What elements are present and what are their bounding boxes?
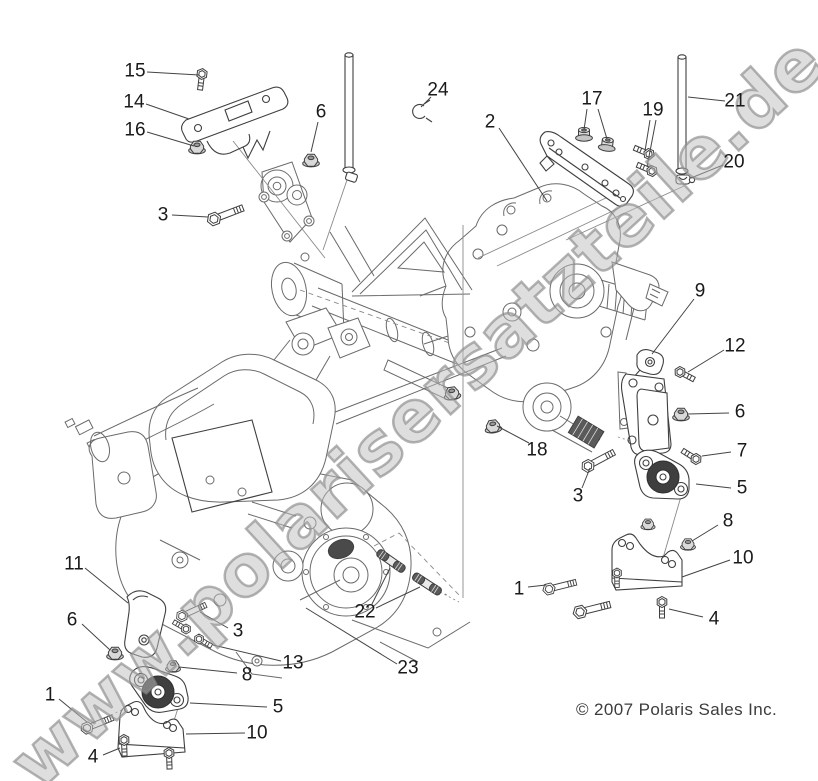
copyright-text: © 2007 Polaris Sales Inc.	[576, 700, 778, 719]
hardware-parts	[78, 52, 704, 770]
leader-line-5	[695, 483, 732, 489]
leader-line-4	[668, 608, 704, 618]
callout-5: 5	[736, 477, 748, 499]
callout-6: 6	[66, 609, 78, 631]
leader-line-5	[189, 702, 268, 708]
callout-12: 12	[724, 335, 746, 357]
callout-3: 3	[232, 620, 244, 642]
callout-6: 6	[734, 401, 746, 423]
leader-line-15	[146, 71, 200, 76]
leader-line-22	[371, 567, 391, 605]
u-bracket-10-left	[117, 700, 186, 758]
callout-24: 24	[427, 79, 449, 101]
leader-line-14	[145, 103, 190, 120]
leader-line-10	[185, 732, 246, 735]
driveline-art	[258, 161, 521, 369]
callout-22: 22	[354, 601, 376, 623]
leader-line-7	[701, 451, 732, 457]
leader-line-21	[687, 96, 726, 102]
callout-17: 17	[581, 88, 603, 110]
callout-15: 15	[124, 60, 146, 82]
leader-line-11	[84, 567, 129, 604]
callout-5: 5	[272, 696, 284, 718]
leader-line-3	[581, 467, 591, 489]
callout-4: 4	[708, 608, 720, 630]
leader-line-3	[199, 611, 229, 629]
leader-line-19	[644, 119, 651, 152]
rubber-mount-5-left	[129, 665, 189, 713]
leader-line-2	[498, 127, 548, 202]
callout-14: 14	[123, 91, 145, 113]
leader-line-22	[375, 586, 421, 609]
callout-2: 2	[484, 111, 496, 133]
callout-1: 1	[513, 578, 525, 600]
leader-line-24	[420, 96, 432, 108]
callout-3: 3	[572, 485, 584, 507]
leader-line-6	[310, 121, 319, 153]
callout-4: 4	[87, 746, 99, 768]
leader-line-12	[687, 349, 725, 373]
leader-line-3	[171, 214, 209, 218]
leader-line-13	[212, 644, 282, 662]
callout-13: 13	[282, 652, 304, 674]
engine-art	[64, 307, 471, 679]
callout-11: 11	[64, 553, 84, 575]
leader-line-8	[178, 666, 238, 674]
u-bracket-10-right	[611, 533, 683, 591]
leader-line-4	[102, 747, 121, 756]
leader-line-23	[305, 607, 398, 665]
callout-9: 9	[694, 280, 706, 302]
leader-line-1	[58, 698, 88, 723]
leader-line-9	[651, 298, 695, 355]
callout-10: 10	[732, 547, 754, 569]
leader-line-17	[597, 108, 608, 140]
callout-1: 1	[44, 684, 56, 706]
leader-line-10	[681, 559, 731, 578]
bracket-14	[180, 86, 289, 160]
plate-2	[539, 131, 635, 207]
callout-6: 6	[315, 101, 327, 123]
leader-line-20	[690, 164, 724, 179]
callout-16: 16	[124, 119, 146, 141]
callout-7: 7	[736, 440, 748, 462]
leader-line-17	[583, 108, 588, 131]
callout-10: 10	[246, 722, 268, 744]
bracket-11	[124, 590, 167, 658]
leader-line-6	[687, 412, 730, 415]
leader-line-6	[81, 623, 111, 651]
leader-line-16	[146, 131, 195, 147]
leader-line-1	[527, 584, 547, 588]
leader-line-19	[646, 119, 657, 168]
callout-3: 3	[157, 204, 169, 226]
rubber-mount-5-right	[634, 449, 690, 500]
callout-18: 18	[526, 439, 548, 461]
leader-line-8	[691, 524, 719, 542]
callout-8: 8	[722, 510, 734, 532]
rod-21	[675, 54, 689, 175]
leader-line-18	[496, 425, 530, 444]
callout-23: 23	[397, 657, 419, 679]
callout-21: 21	[724, 90, 746, 112]
clamp-20	[675, 174, 696, 185]
callout-20: 20	[723, 151, 745, 173]
leader-lines	[58, 71, 732, 756]
rod-left	[342, 52, 358, 183]
callout-19: 19	[642, 99, 664, 121]
callout-8: 8	[241, 664, 253, 686]
